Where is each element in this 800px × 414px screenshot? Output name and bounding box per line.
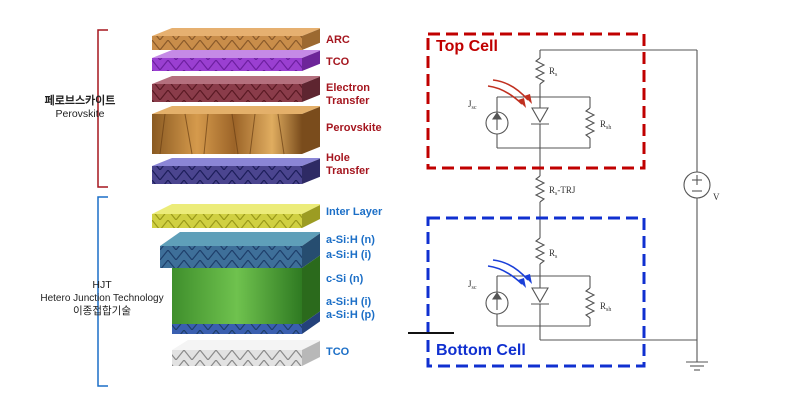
bottom-diode-icon [531,287,549,305]
perovskite-title-ko: 페로브스카이트 [44,95,116,107]
inter-layer [152,204,320,228]
rs-bottom-resistor [534,237,546,265]
csi-layer [172,255,320,324]
rs-trj-resistor [534,175,546,203]
bottom-light-arrows-icon [487,259,532,288]
asih-bottom-layer [172,311,320,334]
asih-top-layer [160,232,320,268]
rsh-top-resistor [584,107,596,139]
label-asih-i-top: a-Si:H (i) [326,249,372,261]
label-tco-bottom: TCO [326,346,350,358]
bottom-cell-title: Bottom Cell [436,342,526,359]
rs-top-label: Rs [549,66,558,78]
label-hole-transfer-2: Transfer [326,165,370,177]
electron-transfer-layer [152,76,320,102]
rsh-bottom-label: Rsh [600,301,611,313]
rs-top-resistor [534,57,546,85]
hjt-title: HJT [92,279,112,291]
label-electron-transfer-1: Electron [326,82,371,94]
hjt-full-name: Hetero Junction Technology [40,293,164,304]
rsh-bottom-resistor [584,287,596,319]
layer-stack [97,28,320,387]
label-arc: ARC [326,34,350,46]
top-light-arrows-icon [487,79,532,108]
rsh-top-label: Rsh [600,119,611,131]
perovskite-group-label: 페로브스카이트 Perovskite [34,95,126,121]
tco-top-layer [152,50,320,71]
perovskite-bracket [97,29,108,188]
jsc-top-label: Jsc [468,99,477,111]
rs-bottom-label: Rs [549,248,558,260]
top-current-source-icon [485,111,509,135]
label-asih-p: a-Si:H (p) [326,309,375,321]
top-diode-icon [531,107,549,125]
voltage-label: V [713,192,720,202]
perovskite-layer [152,106,320,155]
perovskite-title-en: Perovskite [55,108,105,120]
label-inter-layer: Inter Layer [326,206,383,218]
label-hole-transfer-1: Hole [326,152,350,164]
label-asih-n: a-Si:H (n) [326,234,375,246]
hole-transfer-layer [152,158,320,184]
jsc-bottom-label: Jsc [468,279,477,291]
hjt-bracket [97,196,108,387]
hjt-title-ko: 이종접합기술 [73,305,131,317]
arc-layer [152,28,320,50]
label-csi-n: c-Si (n) [326,273,364,285]
hjt-group-label: HJT Hetero Junction Technology 이종접합기술 [32,279,172,318]
label-electron-transfer-2: Transfer [326,95,370,107]
top-cell-title: Top Cell [436,38,498,55]
tco-bottom-layer [172,340,320,366]
voltage-source-icon [683,171,711,199]
bottom-cell-box [426,216,646,368]
top-cell-box [426,32,646,170]
bottom-current-source-icon [485,291,509,315]
label-asih-i-bottom: a-Si:H (i) [326,296,372,308]
label-perovskite: Perovskite [326,122,382,134]
rs-trj-label: Rs-TRJ [549,185,576,197]
label-tco-top: TCO [326,56,350,68]
